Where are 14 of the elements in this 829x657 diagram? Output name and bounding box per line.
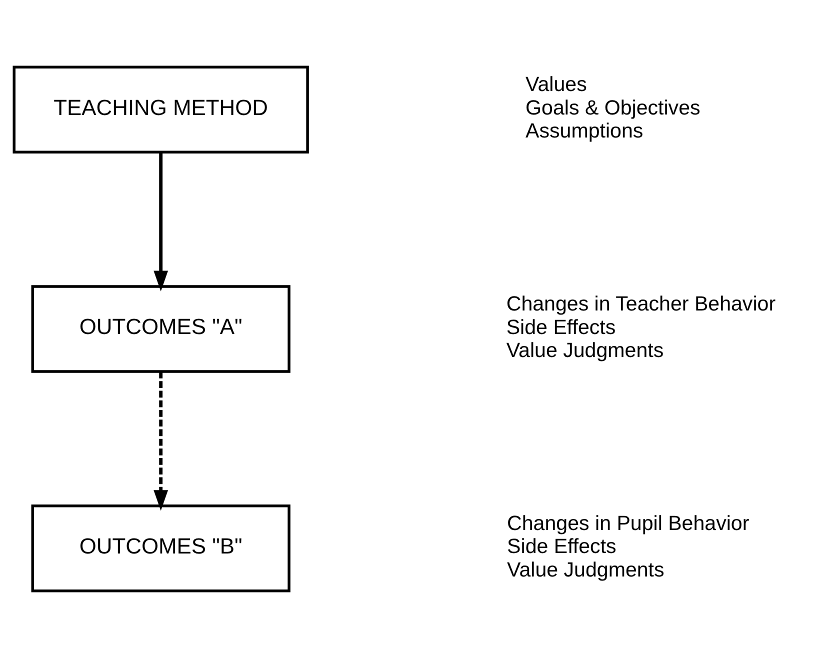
arrow xyxy=(154,371,168,510)
node-label: Values xyxy=(526,72,587,96)
node-label: Value Judgments xyxy=(507,558,664,581)
node-box: OUTCOMES "A" xyxy=(31,284,290,372)
node-label: Side Effects xyxy=(507,534,616,558)
node-label: Value Judgments xyxy=(506,338,664,362)
node-label: Changes in Pupil Behavior xyxy=(507,511,750,534)
arrow xyxy=(154,152,168,291)
node-label: Changes in Teacher Behavior xyxy=(506,292,776,315)
node-label: Goals & Objectives xyxy=(526,96,700,119)
node-box: OUTCOMES "B" xyxy=(31,504,290,592)
node-label: Side Effects xyxy=(506,315,616,338)
node-box: TEACHING METHOD xyxy=(12,65,309,153)
node-label: Assumptions xyxy=(526,119,644,142)
